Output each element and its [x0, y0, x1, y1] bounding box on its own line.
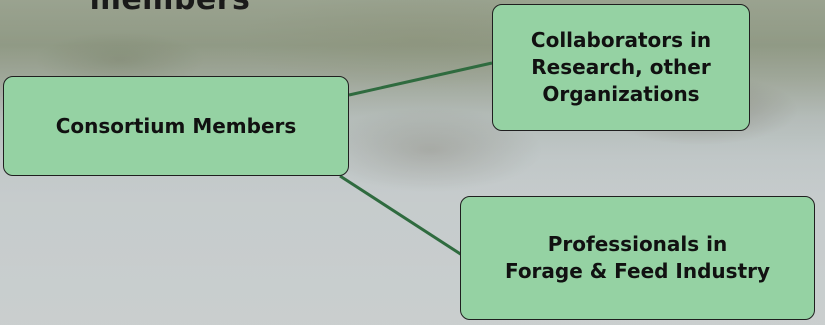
node-consortium-members: Consortium Members: [3, 76, 349, 176]
node-collaborators: Collaborators in Research, other Organiz…: [492, 4, 750, 131]
connector-to-professionals: [339, 174, 463, 257]
slide-title-fragment: members: [0, 0, 340, 20]
connector-to-collaborators: [348, 61, 493, 97]
node-professionals: Professionals in Forage & Feed Industry: [460, 196, 815, 320]
